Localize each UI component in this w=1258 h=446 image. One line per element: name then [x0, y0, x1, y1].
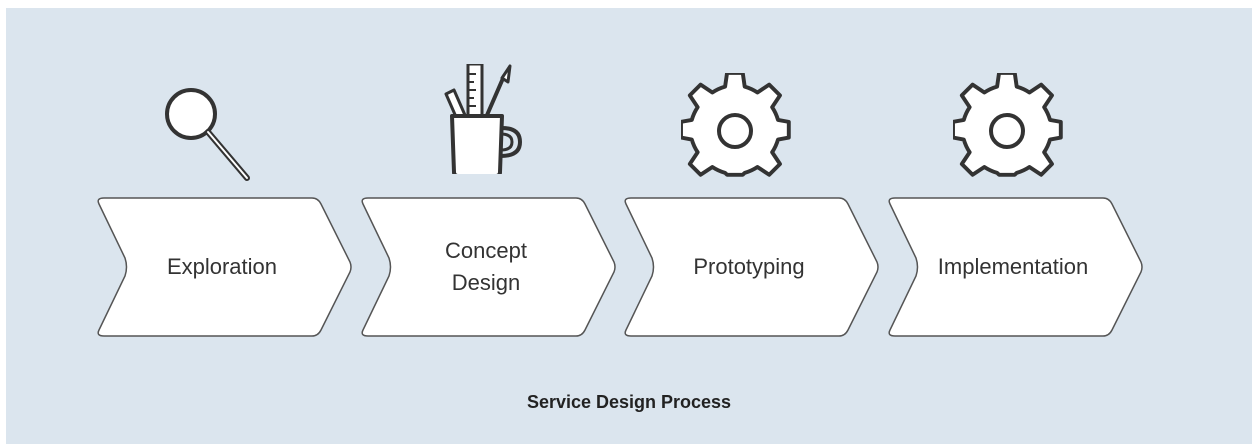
gear-icon — [681, 73, 791, 183]
step-label: Implementation — [937, 254, 1089, 279]
step-label: Exploration — [166, 254, 278, 279]
step-exploration: Exploration — [92, 196, 354, 338]
step-label: Prototyping — [693, 254, 805, 279]
step-label: Concept Design — [445, 238, 527, 295]
magnifier-icon — [155, 76, 265, 186]
step-prototyping: Prototyping — [619, 196, 881, 338]
step-concept-design: Concept Design — [356, 196, 618, 338]
diagram-caption: Service Design Process — [526, 392, 732, 412]
step-implementation: Implementation — [883, 196, 1145, 338]
pencil-cup-icon — [430, 64, 540, 174]
gear-icon — [953, 73, 1063, 183]
